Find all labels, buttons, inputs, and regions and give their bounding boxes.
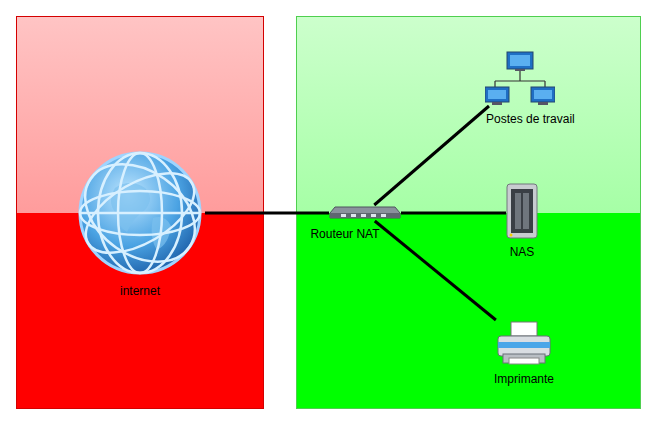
node-label: Routeur NAT xyxy=(310,227,379,241)
nas-icon xyxy=(506,183,538,239)
globe-icon xyxy=(75,148,205,278)
node-label: internet xyxy=(120,284,160,298)
node-label: NAS xyxy=(510,245,535,259)
printer-node: Imprimante xyxy=(494,320,554,386)
network-link xyxy=(374,106,489,205)
network-link xyxy=(375,221,496,320)
router-node: Routeur NAT xyxy=(329,205,401,241)
node-label: Imprimante xyxy=(494,372,554,386)
network-link xyxy=(205,213,329,214)
cloud-node: internet xyxy=(75,148,205,298)
network-link xyxy=(401,213,506,214)
router-icon xyxy=(329,205,401,221)
node-label: Postes de travail xyxy=(486,112,575,126)
workstations-icon xyxy=(485,51,555,106)
storage-node: NAS xyxy=(506,183,538,259)
printer-icon xyxy=(495,320,553,366)
workstation-node: Postes de travail xyxy=(476,51,565,126)
